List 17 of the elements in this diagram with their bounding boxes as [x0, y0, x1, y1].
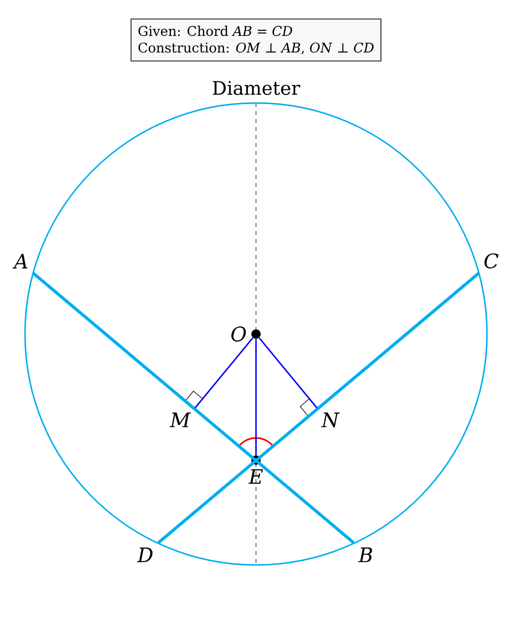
node-label: O: [231, 326, 246, 342]
line-segment: [157, 272, 480, 544]
node-label: E: [248, 469, 263, 484]
info-box: Given: Chord AB = CD Construction: OM ⊥ AB, ON ⊥ CD: [130, 18, 382, 62]
labeled-point: O: [231, 326, 261, 342]
line-segment: [258, 337, 318, 408]
point-label: B: [358, 548, 372, 562]
point-label: D: [137, 548, 152, 562]
line-segment: [255, 338, 257, 456]
line-segment: [194, 337, 254, 408]
point-label: A: [12, 254, 28, 268]
point-label: N: [321, 412, 340, 428]
labeled-point: E: [248, 455, 263, 484]
diameter-label: Diameter: [212, 81, 300, 95]
line-segment: [32, 272, 355, 544]
point-label: M: [170, 412, 191, 428]
point-label: C: [484, 253, 498, 268]
